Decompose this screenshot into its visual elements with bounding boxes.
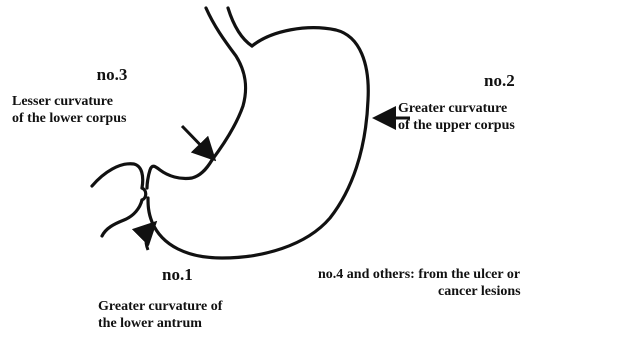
site2-line2: of the upper corpus	[398, 117, 515, 134]
site3-line1: Lesser curvature	[12, 93, 126, 110]
label-site2: no.2	[484, 72, 515, 89]
pylorus-constriction	[142, 188, 146, 200]
site4-line2: cancer lesions	[318, 283, 612, 300]
duodenum-upper-wall	[92, 164, 143, 188]
site3-number: no.3	[12, 66, 212, 83]
arrow-site3	[182, 126, 212, 157]
label-site1: no.1	[162, 266, 193, 283]
lesser-curvature-outline	[147, 160, 212, 188]
arrow-site1	[146, 225, 153, 250]
duodenum-lower-wall	[102, 200, 142, 236]
label-site2-text: Greater curvature of the upper corpus	[398, 100, 515, 134]
site4-line1: no.4 and others: from the ulcer or	[318, 266, 612, 283]
site1-number: no.1	[162, 266, 193, 283]
label-site4: no.4 and others: from the ulcer or cance…	[318, 266, 612, 300]
site2-number: no.2	[484, 72, 515, 89]
site1-line1: Greater curvature of	[98, 298, 222, 315]
site2-line1: Greater curvature	[398, 100, 515, 117]
label-site1-text: Greater curvature of the lower antrum	[98, 298, 222, 332]
label-site3: no.3	[12, 66, 212, 91]
label-site3-text: Lesser curvature of the lower corpus	[12, 93, 126, 127]
site1-line2: the lower antrum	[98, 315, 222, 332]
site3-line2: of the lower corpus	[12, 110, 126, 127]
esophagus-right-wall	[228, 8, 252, 46]
greater-curvature-outline	[148, 28, 368, 258]
